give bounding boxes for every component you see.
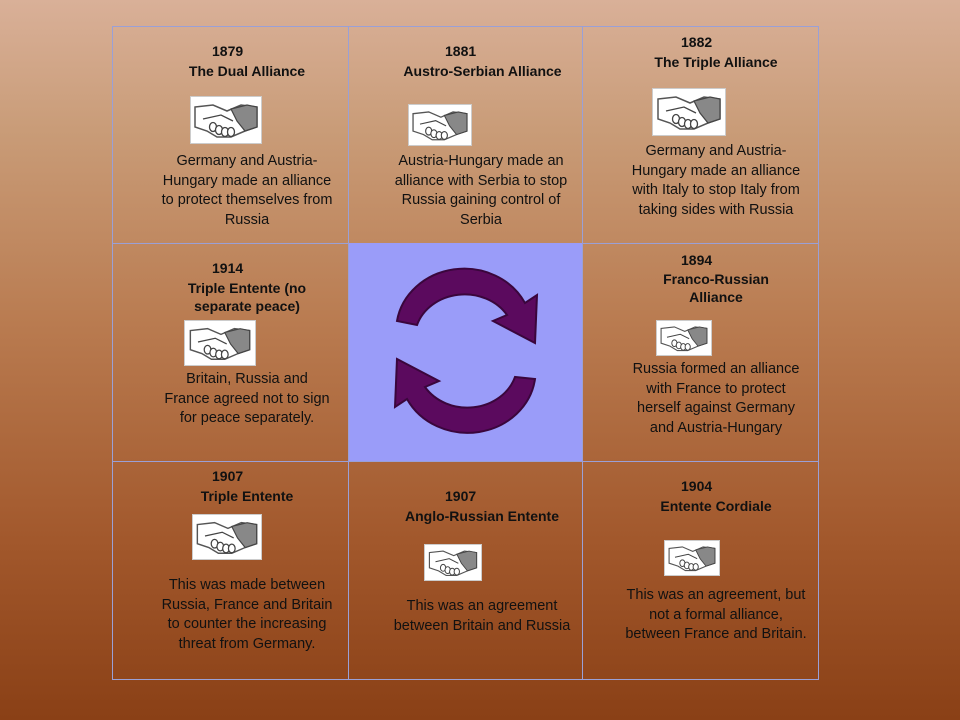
cell-1882-description: Germany and Austria-Hungary made an alli…	[631, 143, 801, 218]
center-cell	[349, 243, 582, 461]
cell-1879-description: Germany and Austria-Hungary made an alli…	[161, 153, 333, 228]
alliance-grid	[112, 26, 819, 680]
grid-divider	[348, 27, 349, 679]
cell-1907-anglo-description: This was an agreement between Britain an…	[393, 598, 571, 634]
cell-1914-title: Triple Entente (no separate peace)	[187, 280, 307, 314]
cell-1879-title: The Dual Alliance	[188, 63, 306, 79]
handshake-icon	[656, 320, 712, 356]
handshake-icon	[652, 88, 726, 136]
handshake-icon	[664, 540, 720, 576]
cell-1894-title: Franco-Russian Alliance	[663, 271, 769, 305]
handshake-icon	[190, 96, 262, 144]
cell-1907-triple-title: Triple Entente	[200, 488, 294, 504]
handshake-icon	[184, 320, 256, 366]
cell-1914-description: Britain, Russia and France agreed not to…	[164, 371, 330, 426]
cell-1881-title: Austro-Serbian Alliance	[403, 63, 562, 79]
cell-1881-description: Austria-Hungary made an alliance with Se…	[394, 153, 568, 228]
cell-1882-title: The Triple Alliance	[654, 54, 778, 70]
cycle-arrows-icon	[393, 267, 539, 434]
cell-1894-description: Russia formed an alliance with France to…	[632, 361, 800, 436]
cell-1882-year: 1882	[681, 34, 713, 50]
grid-divider	[113, 461, 818, 462]
cell-1907-triple-description: This was made between Russia, France and…	[161, 577, 333, 652]
cell-1904-title: Entente Cordiale	[660, 498, 772, 514]
cell-1907-anglo-year: 1907	[445, 488, 477, 504]
cell-1881-year: 1881	[445, 43, 477, 59]
handshake-icon	[424, 544, 482, 581]
cell-1907-anglo-title: Anglo-Russian Entente	[404, 508, 559, 524]
cell-1907-triple-year: 1907	[212, 468, 244, 484]
grid-divider	[582, 27, 583, 679]
cell-1879-year: 1879	[212, 43, 244, 59]
cell-1914-year: 1914	[212, 260, 244, 276]
cell-1894-year: 1894	[681, 252, 713, 268]
handshake-icon	[192, 514, 262, 560]
handshake-icon	[408, 104, 472, 146]
cell-1904-year: 1904	[681, 478, 713, 494]
cell-1904-description: This was an agreement, but not a formal …	[625, 587, 807, 642]
